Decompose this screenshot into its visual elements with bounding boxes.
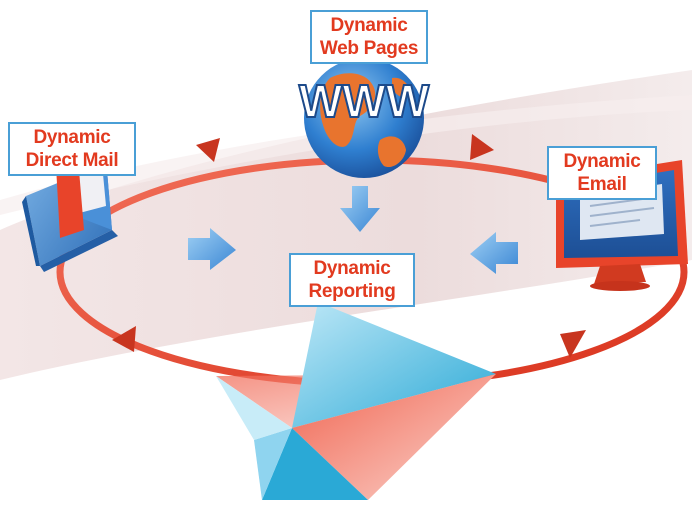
label-line-2: Direct Mail [25, 150, 119, 171]
label-line-2: Email [577, 174, 627, 195]
ring-arrowhead-top-left [196, 138, 220, 162]
label-line-2: Reporting [308, 281, 396, 302]
label-line-1: Dynamic [330, 15, 408, 36]
ring-arrowhead-bottom-left [112, 326, 136, 352]
label-dynamic-reporting: Dynamic Reporting [289, 253, 415, 307]
paper-plane-icon [216, 302, 496, 500]
label-line-1: Dynamic [33, 127, 111, 148]
label-dynamic-direct-mail: Dynamic Direct Mail [8, 122, 136, 176]
ring-arrowhead-top-right [470, 134, 494, 160]
background-band-highlight [0, 95, 692, 215]
label-line-1: Dynamic [313, 258, 391, 279]
arrow-icon [340, 186, 380, 232]
label-line-1: Dynamic [563, 151, 641, 172]
globe-text: WWW [299, 75, 430, 127]
label-dynamic-web-pages: Dynamic Web Pages [310, 10, 428, 64]
background-band [0, 70, 692, 380]
left-arrow-icon [188, 228, 236, 270]
ring-arrowhead-bottom-right [560, 330, 586, 358]
right-arrow-icon [470, 232, 518, 274]
globe-icon [304, 58, 424, 178]
label-dynamic-email: Dynamic Email [547, 146, 657, 200]
label-line-2: Web Pages [319, 38, 419, 59]
